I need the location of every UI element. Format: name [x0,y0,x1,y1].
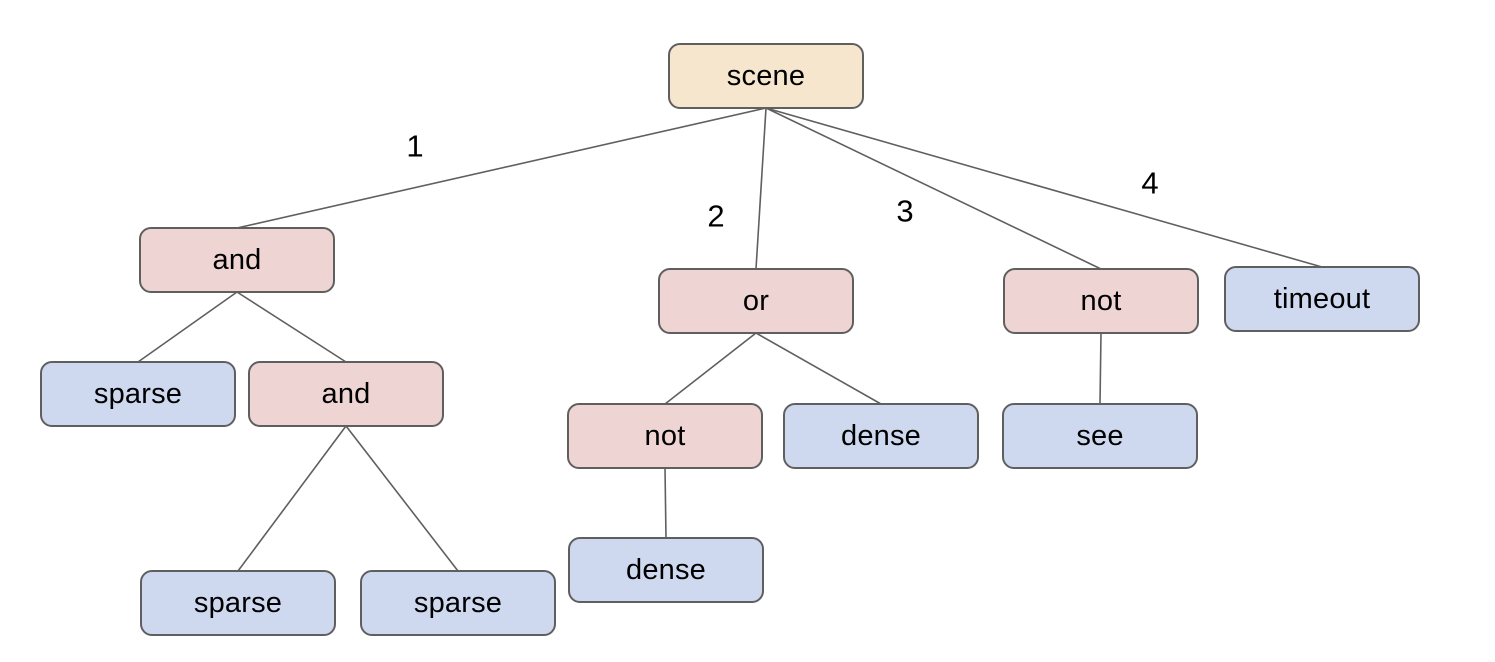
tree-node-dense1: dense [783,403,979,469]
tree-edge-scene-not1 [765,107,1102,270]
tree-edge-not2-dense2 [664,467,667,539]
tree-node-and2: and [248,361,444,427]
tree-edge-scene-and1 [236,107,767,229]
tree-edge-and2-sparse2 [237,425,347,572]
edge-label-4: 4 [1141,165,1159,201]
tree-node-sparse3: sparse [360,570,556,636]
tree-node-and1: and [139,227,335,293]
tree-edge-and2-sparse3 [345,425,459,572]
edge-label-3: 3 [896,193,914,229]
tree-node-timeout1: timeout [1224,266,1420,332]
tree-node-sparse1: sparse [40,361,236,427]
edge-label-2: 2 [707,198,725,234]
tree-node-scene: scene [668,43,864,109]
tree-node-see1: see [1002,403,1198,469]
edge-label-1: 1 [406,128,424,164]
tree-node-or1: or [658,268,854,334]
tree-edge-and1-sparse1 [137,291,238,363]
tree-node-not1: not [1003,268,1199,334]
tree-node-dense2: dense [568,537,764,603]
tree-node-not2: not [567,403,763,469]
tree-edge-and1-and2 [236,291,347,363]
tree-edge-scene-or1 [755,107,767,270]
tree-edge-scene-timeout1 [765,107,1323,268]
tree-node-sparse2: sparse [140,570,336,636]
tree-edge-or1-not2 [664,332,757,405]
tree-edge-or1-dense1 [755,332,882,405]
tree-edge-not1-see1 [1099,332,1102,405]
